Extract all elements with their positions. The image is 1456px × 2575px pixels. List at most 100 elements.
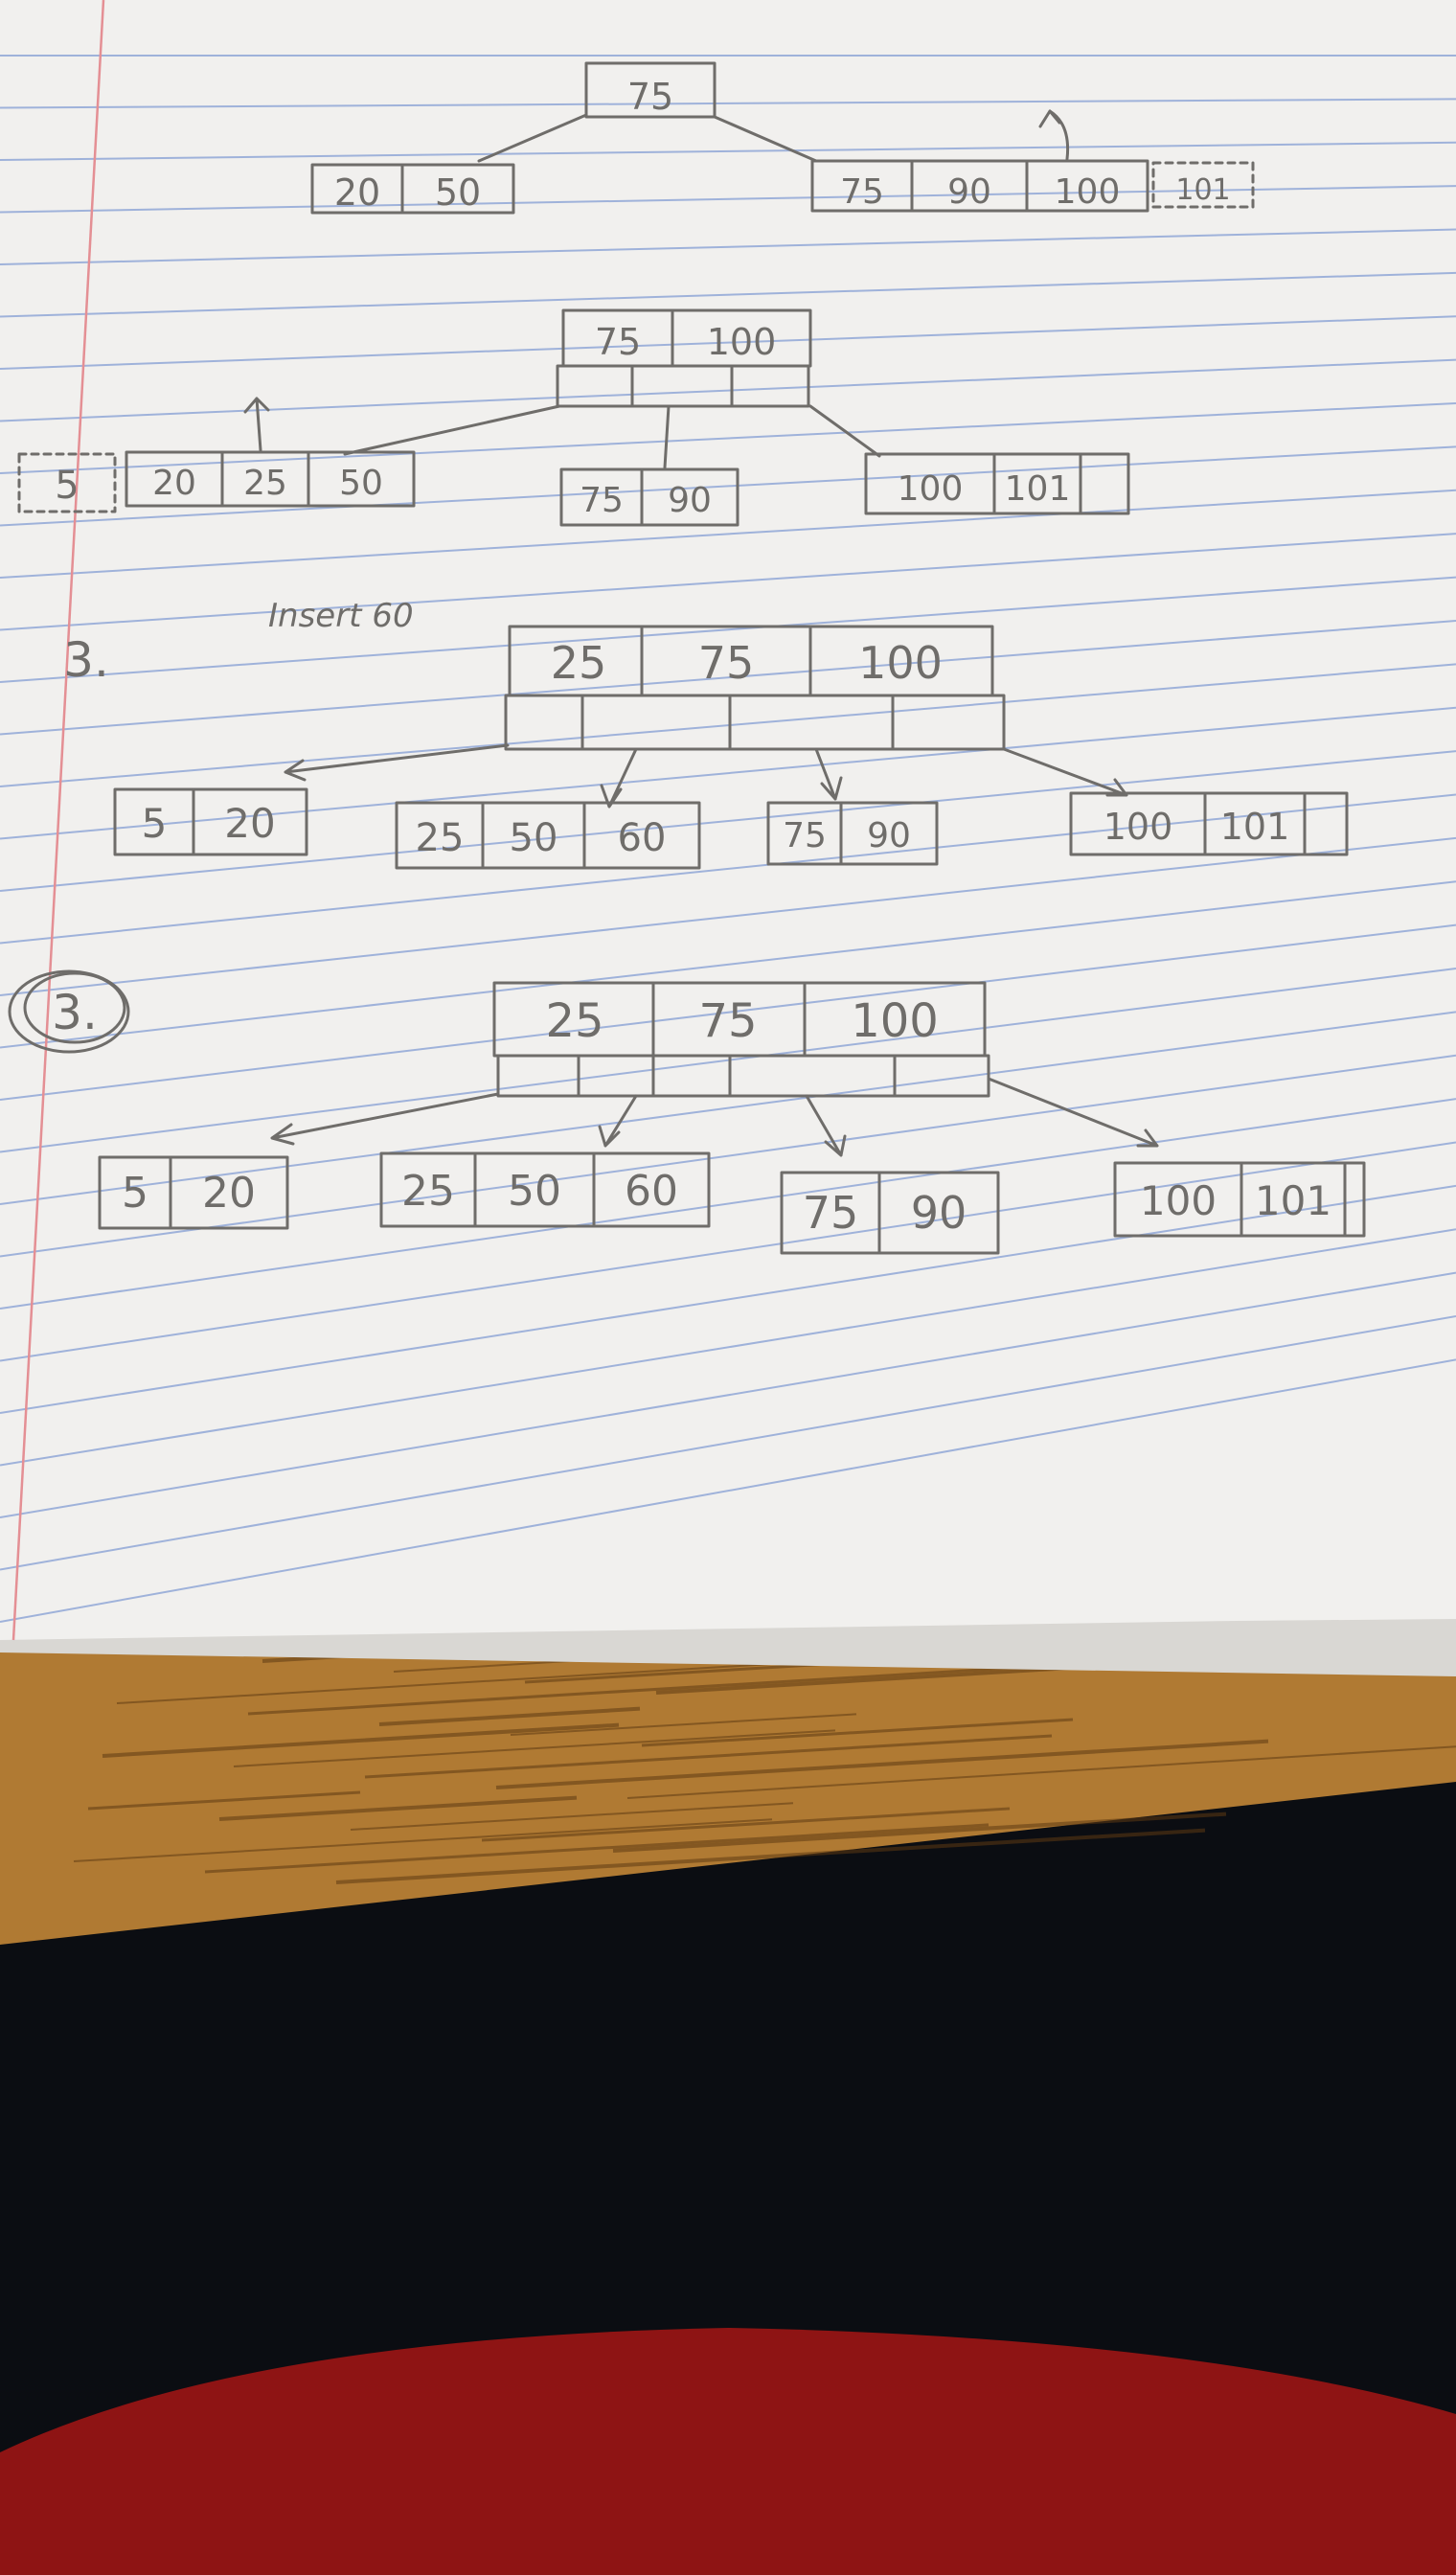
- key: 100: [707, 321, 777, 363]
- ruled-line: [0, 923, 1456, 1101]
- wood-grain: [233, 1729, 836, 1767]
- ruled-line: [0, 1054, 1456, 1258]
- leaf-node-1: 20 25 50: [125, 450, 416, 508]
- pointer-arrow: [270, 1092, 500, 1146]
- key: 25: [243, 464, 287, 503]
- ruled-line: [0, 793, 1456, 945]
- ruled-line: [0, 445, 1456, 527]
- leaf-node-1: 5 20: [98, 1155, 289, 1230]
- leaf-node-3: 75 90: [780, 1171, 1000, 1255]
- key: 25: [401, 1167, 455, 1216]
- desk-grain: [0, 1624, 1456, 1884]
- tree-step-1: 75 20 50 75 90 100 101: [310, 61, 1255, 215]
- key: 20: [334, 171, 380, 214]
- key: 5: [122, 1169, 148, 1218]
- ruled-line: [0, 706, 1456, 840]
- step-label: 3.: [52, 985, 98, 1040]
- ruled-line: [0, 402, 1456, 474]
- key: 50: [435, 171, 481, 214]
- key: 75: [698, 994, 757, 1048]
- step-label: 3.: [63, 632, 109, 688]
- pointer-arrow: [987, 1077, 1159, 1148]
- red-fabric: [0, 2328, 1456, 2575]
- ruled-line: [0, 489, 1456, 579]
- ruled-line: [0, 1184, 1456, 1414]
- ruled-line: [0, 1011, 1456, 1205]
- key: 75: [698, 637, 755, 689]
- key: 50: [339, 464, 383, 503]
- leaf-node-4: 100 101: [1069, 791, 1349, 856]
- key: 100: [1055, 172, 1121, 212]
- root-node: 25 75 100: [504, 625, 1006, 751]
- key: 25: [551, 637, 607, 689]
- ruled-line: [0, 1098, 1456, 1310]
- leaf-node-2: 75 90: [559, 467, 739, 527]
- ruled-line: [0, 315, 1456, 370]
- ruled-line: [0, 533, 1456, 631]
- key: 75: [580, 481, 624, 520]
- wood-grain: [247, 1661, 1095, 1716]
- pointer-arrow: [284, 743, 510, 782]
- overflow-key: 101: [1151, 161, 1255, 209]
- leaf-node-2: 25 50 60: [395, 801, 701, 870]
- root-node: 25 75 100: [492, 981, 990, 1098]
- pointer-arrow: [598, 1094, 638, 1148]
- wood-grain: [364, 1734, 1053, 1779]
- leaf-node-1: 5 20: [113, 787, 308, 856]
- leaf-node-4: 100 101: [1113, 1161, 1366, 1238]
- ruled-line: [0, 750, 1456, 892]
- leaf-node-3: 100 101: [864, 452, 1130, 515]
- tree-step-3: 3. Insert 60 25 75 100 5 20 25: [63, 597, 1349, 870]
- key: 100: [851, 994, 939, 1048]
- key: 75: [840, 172, 884, 212]
- key: 100: [1140, 1177, 1217, 1224]
- key: 5: [55, 464, 79, 508]
- key: 90: [947, 172, 991, 212]
- key: 101: [1255, 1177, 1331, 1224]
- key: 25: [416, 816, 465, 860]
- wood-grain: [218, 1795, 578, 1821]
- key: 101: [1220, 806, 1290, 848]
- ruled-line: [0, 1228, 1456, 1467]
- ruled-line: [0, 358, 1456, 422]
- tree-step-4: 3. 25 75 100 5 20 25: [8, 969, 1366, 1255]
- wood-grain: [641, 1718, 1074, 1747]
- wood-grain: [335, 1828, 1206, 1884]
- key: 60: [625, 1167, 678, 1216]
- wood-grain: [87, 1790, 361, 1811]
- key: 100: [1103, 806, 1173, 848]
- key: 100: [858, 637, 943, 689]
- key: 5: [142, 800, 168, 847]
- wood-grain: [510, 1713, 857, 1736]
- notebook-page: [0, 0, 1456, 1640]
- wood-grain: [204, 1823, 990, 1874]
- ruled-line: [0, 141, 1456, 161]
- key: 90: [911, 1187, 967, 1239]
- ruled-line: [0, 1358, 1456, 1623]
- tree-step-2: 75 100 5 20 25 50 75 90 100: [17, 308, 1130, 527]
- key: 75: [783, 816, 827, 855]
- ruled-line: [0, 836, 1456, 996]
- margin-line: [11, 0, 105, 1641]
- root-node: 75: [584, 61, 717, 119]
- wood-grain: [378, 1706, 641, 1726]
- leaf-node-3: 75 90: [766, 801, 939, 866]
- ruled-line: [0, 1271, 1456, 1518]
- pointer-arrow: [814, 747, 843, 801]
- wood-grain: [626, 1745, 1456, 1799]
- overflow-key: 5: [17, 452, 117, 513]
- ruled-line: [0, 1141, 1456, 1362]
- up-arrow-icon: [1038, 109, 1070, 161]
- leaf-node-right: 75 90 100: [810, 159, 1149, 213]
- key: 90: [668, 481, 712, 520]
- pointer-arrow: [805, 1094, 847, 1157]
- ruled-line: [0, 619, 1456, 736]
- wood-grain: [495, 1739, 1269, 1789]
- wood-grain: [102, 1722, 620, 1758]
- key: 101: [1175, 173, 1230, 207]
- key: 60: [618, 816, 667, 860]
- up-arrow-icon: [243, 397, 270, 452]
- key: 100: [898, 469, 964, 509]
- key: 75: [803, 1187, 859, 1239]
- ruled-line: [0, 576, 1456, 683]
